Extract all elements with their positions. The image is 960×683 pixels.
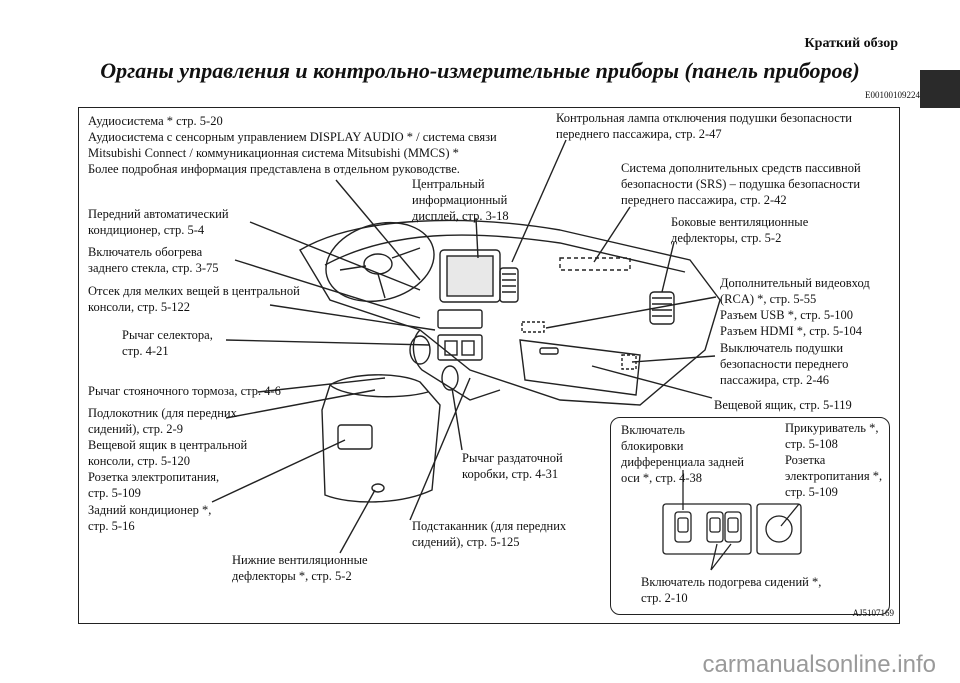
- label-rear-ac: Задний кондиционер *, стр. 5-16: [88, 503, 212, 533]
- label-diff-lock: Включатель блокировки дифференциала задн…: [621, 423, 744, 485]
- label-lighter: Прикуриватель *, стр. 5-108 Розетка элек…: [785, 421, 883, 499]
- page-title: Органы управления и контрольно-измерител…: [100, 58, 860, 83]
- label-airbag-lamp: Контрольная лампа отключения подушки без…: [556, 111, 852, 141]
- label-parking-brake: Рычаг стояночного тормоза, стр. 4-6: [88, 384, 281, 398]
- label-glovebox: Вещевой ящик, стр. 5-119: [714, 398, 852, 412]
- section-tab: [920, 70, 960, 108]
- label-transfer: Рычаг раздаточной коробки, стр. 4-31: [462, 451, 563, 481]
- illustration-frame: [78, 107, 900, 624]
- watermark: carmanualsonline.info: [702, 651, 936, 678]
- document-code: E00100109224: [865, 90, 920, 100]
- label-small-items: Отсек для мелких вещей в центральной кон…: [88, 284, 300, 314]
- label-airbag-switch: Выключатель подушки безопасности передне…: [720, 341, 849, 387]
- label-armrest: Подлокотник (для передних сидений), стр.…: [88, 406, 248, 500]
- label-lower-vents: Нижние вентиляционные дефлекторы *, стр.…: [232, 553, 368, 583]
- label-video-in: Дополнительный видеовход (RCA) *, стр. 5…: [720, 276, 870, 338]
- label-audio: Аудиосистема * стр. 5-20 Аудиосистема с …: [88, 114, 497, 176]
- label-rear-defog: Включатель обогрева заднего стекла, стр.…: [88, 245, 219, 275]
- label-central-display: Центральный информационный дисплей, стр.…: [412, 177, 509, 223]
- label-cupholder: Подстаканник (для передних сидений), стр…: [412, 519, 567, 549]
- figure-id: AJ5107169: [852, 608, 894, 618]
- section-header: Краткий обзор: [804, 36, 898, 51]
- label-seat-heat: Включатель подогрева сидений *, стр. 2-1…: [641, 575, 822, 605]
- label-selector: Рычаг селектора, стр. 4-21: [122, 328, 213, 358]
- label-side-vents: Боковые вентиляционные дефлекторы, стр. …: [671, 215, 809, 245]
- label-front-ac: Передний автоматический кондиционер, стр…: [88, 207, 229, 237]
- label-srs: Система дополнительных средств пассивной…: [621, 161, 861, 207]
- detail-inset: Включатель блокировки дифференциала задн…: [610, 417, 890, 615]
- switch-panel-drawing: [662, 470, 802, 571]
